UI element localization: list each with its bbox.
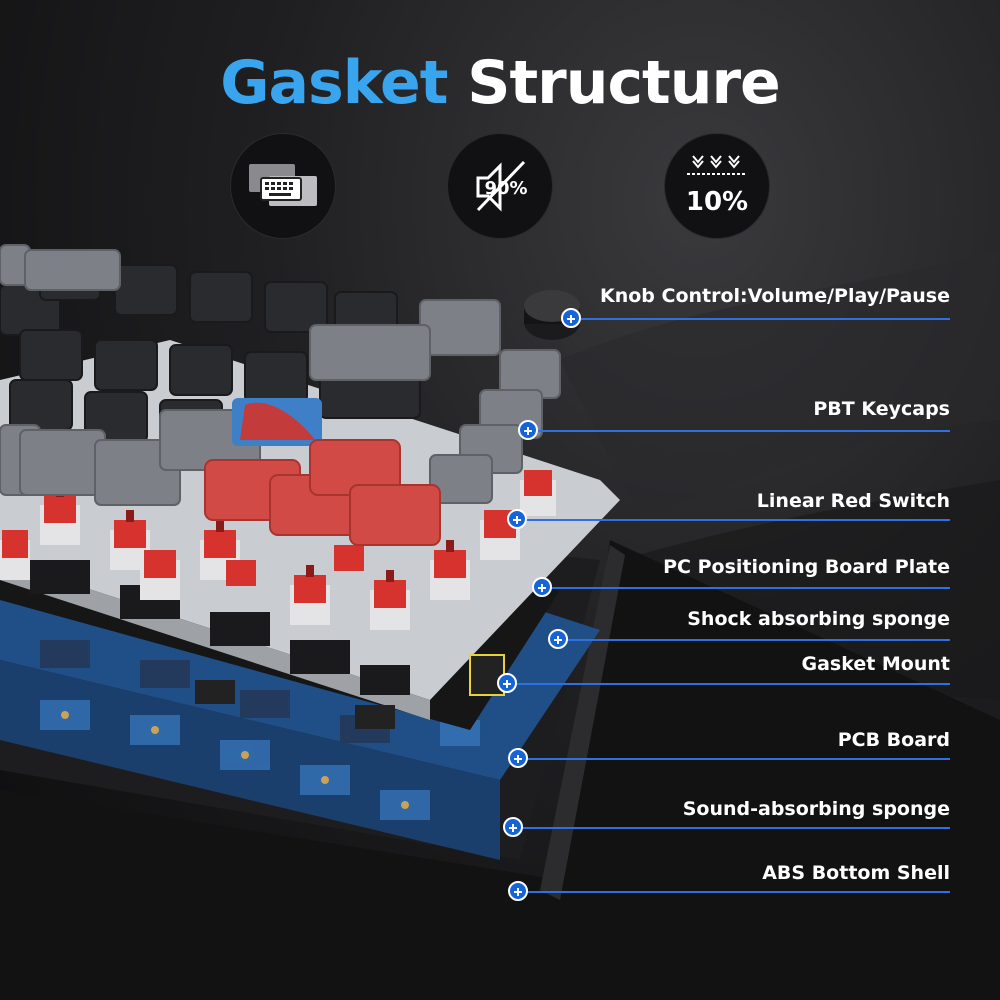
callout-label: PBT Keycaps [813, 398, 950, 420]
callout-line [527, 758, 950, 760]
callout-label: Sound-absorbing sponge [682, 798, 950, 820]
callout-line [527, 891, 950, 893]
callout-line [516, 683, 950, 685]
pbt-keycaps [0, 244, 561, 546]
callout-label: Knob Control:Volume/Play/Pause [600, 285, 950, 307]
callout-label: PCB Board [837, 729, 950, 751]
callout-line [567, 639, 950, 641]
plus-icon[interactable] [548, 629, 568, 649]
callout-line [551, 587, 950, 589]
compression-icon: 10% [665, 134, 769, 238]
callout-label: PC Positioning Board Plate [663, 556, 950, 578]
callout-label: Linear Red Switch [756, 490, 950, 512]
callout-label: Gasket Mount [801, 653, 950, 675]
page-title: Gasket Structure [0, 48, 1000, 118]
callout-line [537, 430, 950, 432]
plus-icon[interactable] [508, 748, 528, 768]
plus-icon[interactable] [497, 673, 517, 693]
callout-line [526, 519, 950, 521]
abs-bottom-shell [0, 540, 1000, 1000]
noise-reduction-value: 90% [484, 178, 527, 199]
callout-label: Shock absorbing sponge [687, 608, 950, 630]
plus-icon[interactable] [508, 881, 528, 901]
plus-icon[interactable] [532, 577, 552, 597]
plus-icon[interactable] [561, 308, 581, 328]
red-switches [0, 470, 556, 630]
keyboard-layers-icon [231, 134, 335, 238]
plus-icon[interactable] [507, 509, 527, 529]
sound-reduction-icon: 90% [448, 134, 552, 238]
plus-icon[interactable] [518, 420, 538, 440]
title-highlight: Gasket [220, 48, 448, 118]
callout-line [578, 318, 950, 320]
callout-line [522, 827, 950, 829]
title-main: Structure [467, 48, 780, 118]
plus-icon[interactable] [503, 817, 523, 837]
callout-label: ABS Bottom Shell [762, 862, 950, 884]
compression-value: 10% [686, 187, 748, 217]
